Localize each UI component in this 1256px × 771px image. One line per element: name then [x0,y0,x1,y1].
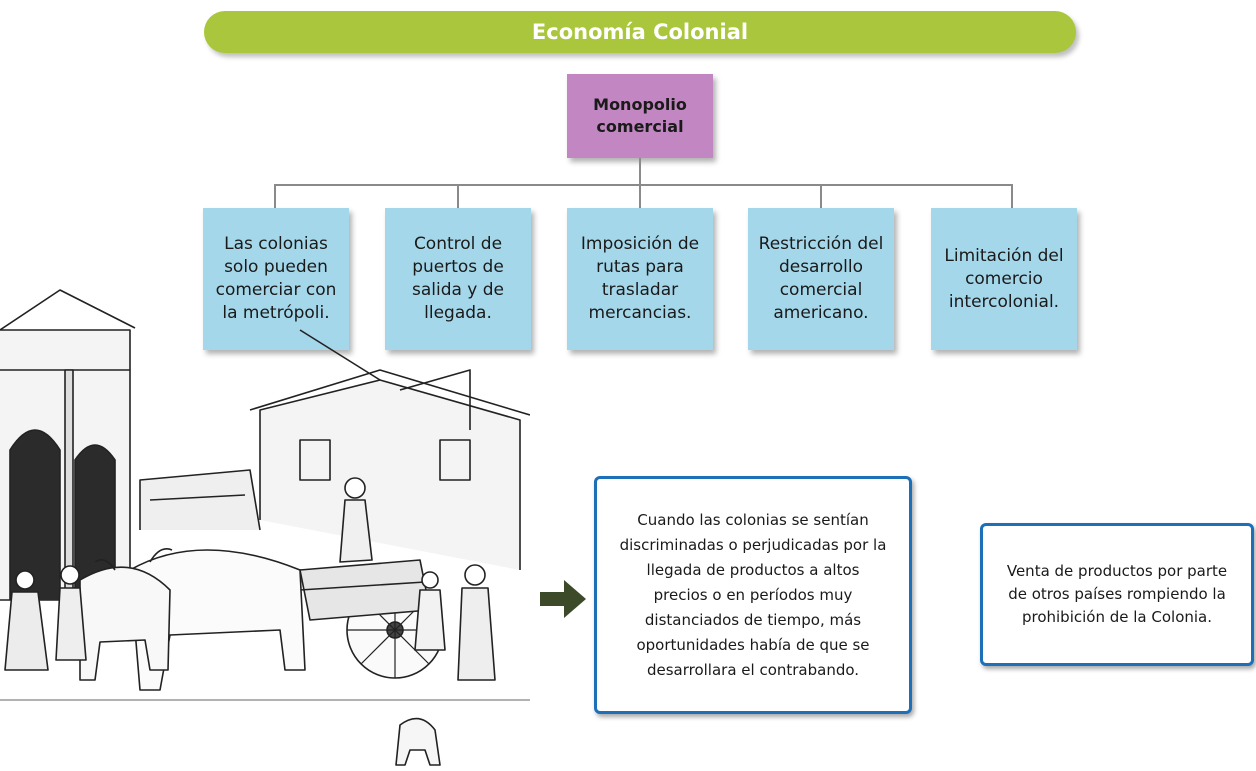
colonial-market-illustration [0,289,530,766]
connector-branch-1 [274,184,276,208]
child-node-2: Control de puertos de salida y de llegad… [385,208,531,350]
connector-horizontal [274,184,1012,186]
child-node-1: Las colonias solo pueden comerciar con l… [203,208,349,350]
connector-root [639,158,641,185]
connector-branch-4 [820,184,822,208]
child-node-5: Limitación del comercio intercolonial. [931,208,1077,350]
connector-branch-5 [1011,184,1013,208]
child-node-3: Imposición de rutas para trasladar merca… [567,208,713,350]
root-node-monopolio: Monopolio comercial [567,74,713,158]
note-contrabando-definition: Venta de productos por parte de otros pa… [980,523,1254,666]
child-node-4: Restricción del desarrollo comercial ame… [748,208,894,350]
note-contrabando-cause: Cuando las colonias se sentían discrimin… [594,476,912,714]
connector-branch-2 [457,184,459,208]
diagram-title: Economía Colonial [204,11,1076,53]
arrow-right-icon [540,580,586,618]
connector-branch-3 [639,184,641,208]
